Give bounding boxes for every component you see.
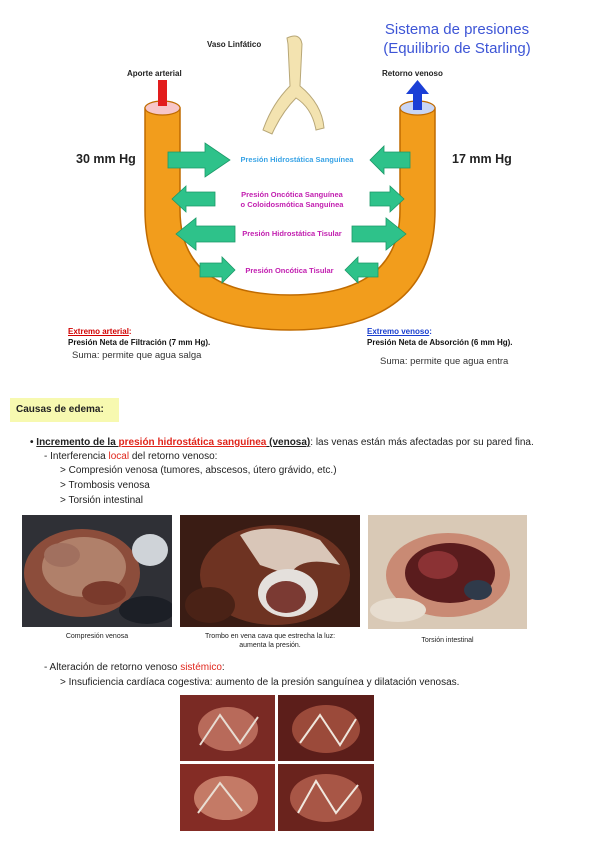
sub-item-local-post: del retorno venoso: bbox=[129, 451, 218, 462]
arterial-pressure: 30 mm Hg bbox=[76, 152, 136, 166]
force-label-4: Presión Oncótica Tisular bbox=[245, 266, 334, 275]
caption-thrombus: Trombo en vena cava que estrecha la luz:… bbox=[180, 632, 360, 650]
venous-end-colon: : bbox=[429, 327, 432, 336]
force-arrow-1-right bbox=[369, 145, 411, 175]
venous-end-heading: Extremo venoso bbox=[367, 327, 430, 336]
photo-thrombus-graphic bbox=[180, 515, 360, 627]
photo-thrombus bbox=[180, 515, 360, 627]
causas-header: Causas de edema: bbox=[16, 404, 104, 415]
arterial-in-label: Aporte arterial bbox=[127, 69, 182, 78]
sub-item-local-pre: - Interferencia bbox=[44, 451, 109, 462]
venous-arrow bbox=[413, 92, 422, 110]
venous-arrow-head bbox=[406, 80, 429, 94]
sub-item-systemic-1: > Insuficiencia cardíaca cogestiva: aume… bbox=[60, 677, 460, 688]
starling-diagram: Sistema de presiones (Equilibrio de Star… bbox=[0, 0, 599, 390]
caption-venous-compression: Compresión venosa bbox=[65, 633, 129, 640]
photo-heart-collage-graphic bbox=[180, 695, 374, 831]
venous-end-body: Presión Neta de Absorción (6 mm Hg). bbox=[367, 338, 513, 347]
lymph-vessel bbox=[262, 35, 325, 135]
causas-header-box: Causas de edema: bbox=[10, 398, 119, 422]
photo-venous-compression-graphic bbox=[22, 515, 172, 627]
caption-thrombus-line1: Trombo en vena cava que estrecha la luz: bbox=[204, 633, 336, 640]
sub-item-systemic-pre: - Alteración de retorno venoso bbox=[44, 662, 181, 673]
cause-item-1-part1: Incremento de la bbox=[36, 437, 119, 448]
diagram-title: Sistema de presiones (Equilibrio de Star… bbox=[352, 20, 562, 58]
starling-diagram-graphic bbox=[144, 35, 436, 331]
lymph-vessel-label: Vaso Linfático bbox=[207, 40, 262, 49]
venous-out-label: Retorno venoso bbox=[382, 69, 443, 78]
photo-venous-compression bbox=[22, 515, 172, 627]
capillary-vessel bbox=[144, 107, 436, 331]
sub-item-local-red: local bbox=[108, 451, 130, 462]
force-label-2-line2: o Coloidosmótica Sanguínea bbox=[240, 200, 344, 209]
force-arrow-4-right bbox=[344, 256, 379, 284]
force-label-2-line1: Presión Oncótica Sanguínea bbox=[241, 190, 343, 199]
venous-end-box: Extremo venoso: Presión Neta de Absorció… bbox=[367, 326, 513, 348]
sub-item-local-2: > Trombosis venosa bbox=[60, 480, 150, 491]
force-arrow-4-left bbox=[199, 256, 236, 284]
sub-item-local: - Interferencia local del retorno venoso… bbox=[44, 450, 217, 463]
force-arrow-1-left bbox=[167, 142, 231, 178]
force-arrow-2-right bbox=[369, 185, 405, 213]
arterial-end-colon: : bbox=[128, 327, 132, 336]
cause-item-1-rest: : las venas están más afectadas por su p… bbox=[310, 437, 534, 448]
force-arrow-3-right bbox=[351, 217, 407, 251]
photo-intestinal-torsion-graphic bbox=[368, 515, 527, 629]
arterial-end-note: Suma: permite que agua salga bbox=[72, 350, 202, 361]
venous-end-note: Suma: permite que agua entra bbox=[380, 356, 509, 367]
venous-pressure: 17 mm Hg bbox=[452, 152, 512, 166]
arterial-end-box: Extremo arterial: Presión Neta de Filtra… bbox=[68, 326, 210, 348]
photo-intestinal-torsion bbox=[368, 515, 527, 629]
diagram-title-line2: (Equilibrio de Starling) bbox=[383, 40, 531, 57]
cause-item-1: • Incremento de la presión hidrostática … bbox=[30, 436, 534, 449]
force-arrow-2-left bbox=[171, 185, 216, 213]
arterial-end-body: Presión Neta de Filtración (7 mm Hg). bbox=[68, 338, 211, 347]
sub-item-systemic: - Alteración de retorno venoso sistémico… bbox=[44, 661, 225, 674]
diagram-title-line1: Sistema de presiones bbox=[384, 21, 530, 38]
cause-item-1-part2: presión hidrostática sanguínea bbox=[118, 437, 267, 448]
force-arrow-3-left bbox=[175, 217, 236, 251]
arterial-arrow bbox=[158, 80, 167, 106]
arterial-end-heading: Extremo arterial bbox=[68, 327, 129, 336]
force-label-1: Presión Hidrostática Sanguínea bbox=[240, 155, 354, 164]
sub-item-systemic-post: : bbox=[221, 662, 225, 673]
sub-item-systemic-red: sistémico bbox=[180, 662, 222, 673]
photo-heart-collage bbox=[180, 695, 374, 831]
force-label-2: Presión Oncótica Sanguínea o Coloidosmót… bbox=[222, 190, 362, 210]
bullet: • bbox=[30, 437, 34, 448]
caption-thrombus-line2: aumenta la presión. bbox=[239, 642, 301, 649]
force-label-3: Presión Hidrostática Tisular bbox=[242, 229, 342, 238]
sub-item-local-1: > Compresión venosa (tumores, abscesos, … bbox=[60, 465, 337, 476]
sub-item-local-3: > Torsión intestinal bbox=[60, 495, 143, 506]
cause-item-1-part3: (venosa) bbox=[266, 437, 311, 448]
caption-intestinal-torsion: Torsión intestinal bbox=[421, 637, 474, 644]
